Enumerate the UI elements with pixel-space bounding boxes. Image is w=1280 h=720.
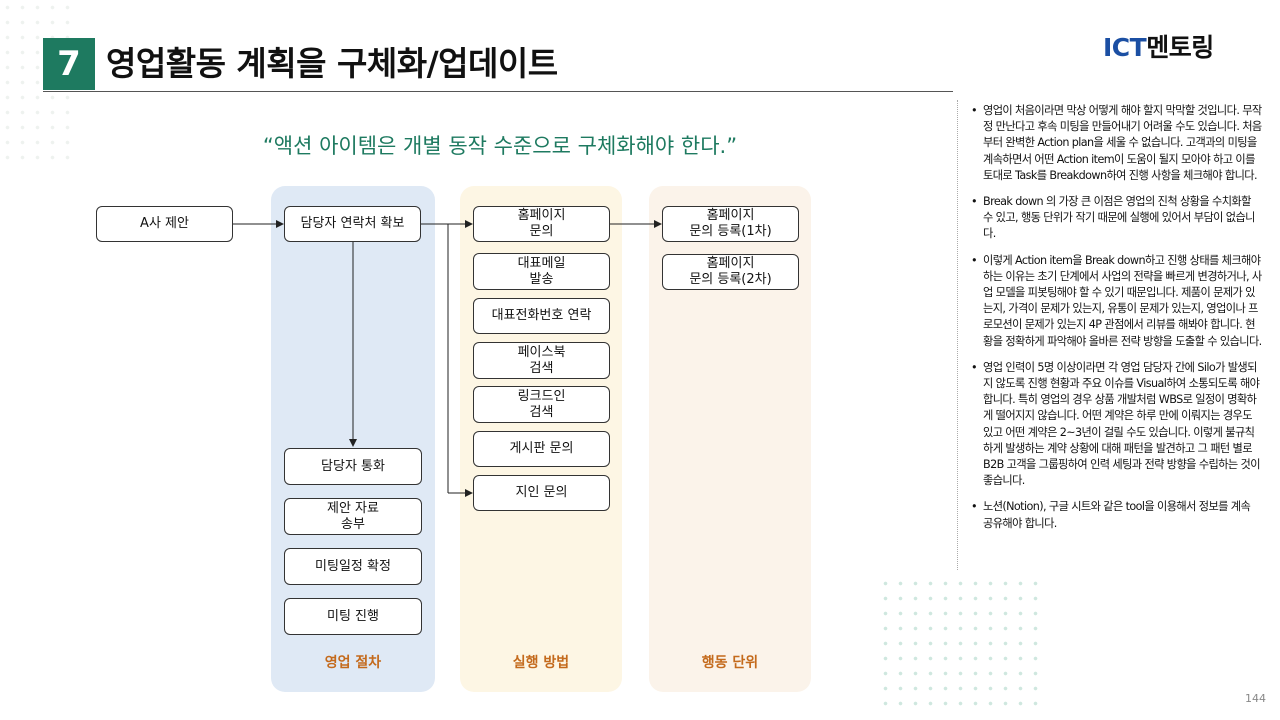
note-item: 영업이 처음이라면 막상 어떻게 해야 할지 막막할 것입니다. 무작정 만난다…	[971, 103, 1262, 184]
flow-box-procedure-2: 제안 자료 송부	[284, 498, 422, 535]
flow-box-method-7: 지인 문의	[473, 475, 610, 511]
ict-mentoring-logo: ICT멘토링	[1103, 28, 1214, 64]
flow-box-procedure-3: 미팅일정 확정	[284, 548, 422, 585]
note-item: Break down 의 가장 큰 이점은 영업의 진척 상황을 수치화할 수 …	[971, 194, 1262, 243]
note-item: 영업 인력이 5명 이상이라면 각 영업 담당자 간에 Silo가 발생되지 않…	[971, 360, 1262, 490]
flow-box-contact: 담당자 연락처 확보	[284, 206, 421, 242]
flow-box-method-3: 대표전화번호 연락	[473, 298, 610, 334]
notes-divider	[957, 100, 958, 570]
title-divider	[43, 91, 953, 92]
column-label-methods: 실행 방법	[512, 655, 570, 671]
notes-panel: 영업이 처음이라면 막상 어떻게 해야 할지 막막할 것입니다. 무작정 만난다…	[970, 103, 1262, 542]
page-number: 144	[1245, 692, 1266, 705]
flow-box-action-1: 홈페이지 문의 등록(1차)	[662, 206, 799, 242]
flow-box-action-2: 홈페이지 문의 등록(2차)	[662, 254, 799, 290]
flow-box-method-1: 홈페이지 문의	[473, 206, 610, 242]
note-item: 노션(Notion), 구글 시트와 같은 tool을 이용해서 정보를 계속 …	[971, 499, 1262, 531]
column-label-actions: 행동 단위	[701, 655, 759, 671]
page-title: 영업활동 계획을 구체화/업데이트	[106, 44, 558, 83]
column-label-procedure: 영업 절차	[324, 655, 382, 671]
flow-box-method-6: 게시판 문의	[473, 431, 610, 467]
logo-mentoring-text: 멘토링	[1146, 33, 1214, 62]
flow-box-method-4: 페이스북 검색	[473, 342, 610, 379]
flow-box-method-2: 대표메일 발송	[473, 253, 610, 290]
flow-box-procedure-4: 미팅 진행	[284, 598, 422, 635]
flow-box-method-5: 링크드인 검색	[473, 386, 610, 423]
flow-box-start: A사 제안	[96, 206, 233, 242]
logo-ict-text: ICT	[1103, 33, 1147, 62]
flow-box-procedure-1: 담당자 통화	[284, 448, 422, 485]
section-number: 7	[43, 38, 95, 90]
quote-text: “액션 아이템은 개별 동작 수준으로 구체화해야 한다.”	[262, 134, 738, 158]
decorative-dots-bottom-right	[878, 576, 1038, 716]
note-item: 이렇게 Action item을 Break down하고 진행 상태를 체크해…	[971, 253, 1262, 350]
